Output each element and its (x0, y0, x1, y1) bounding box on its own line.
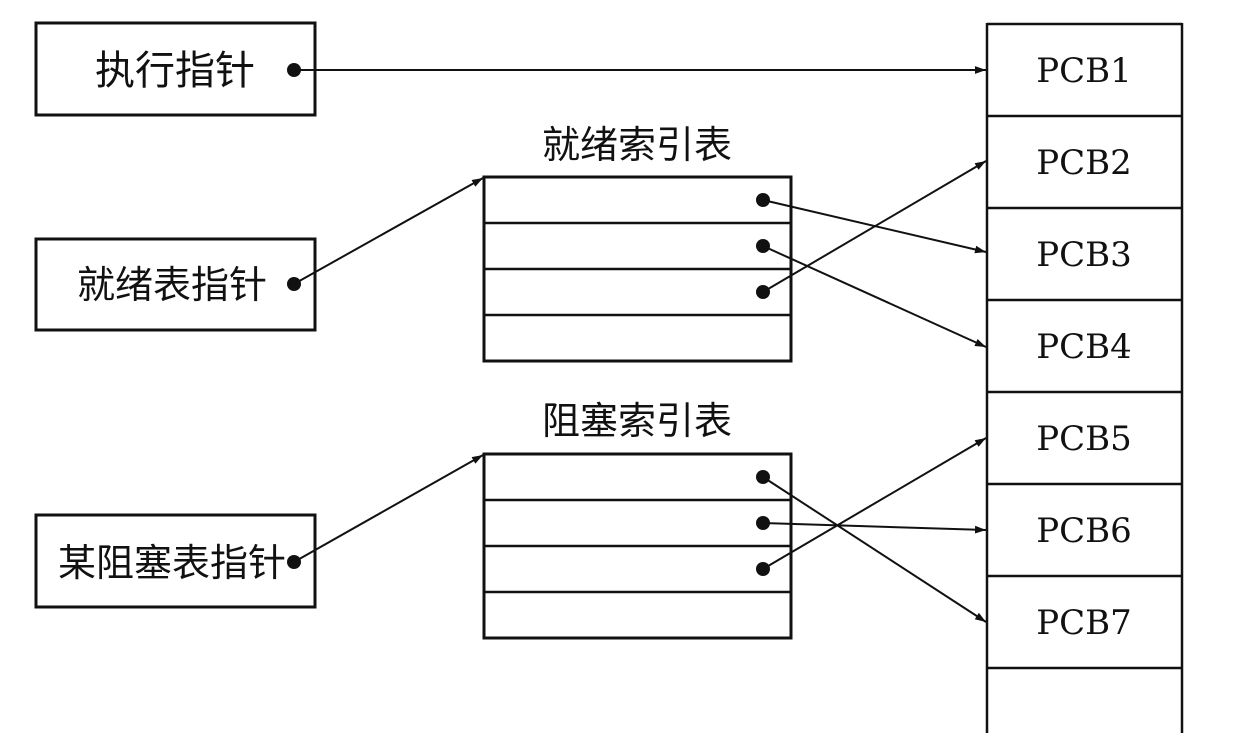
pcb-4-label: PCB4 (1036, 327, 1132, 367)
arrow-blocked-row2-to-pcb6 (762, 522, 987, 534)
arrow-blocked-row1-to-pcb7 (762, 476, 987, 623)
blocked-pointer-box: 某阻塞表指针 (34, 513, 317, 609)
pcb-1-label: PCB1 (1036, 51, 1132, 91)
ready-pointer-label: 就绪表指针 (77, 263, 267, 307)
pcb-7-label: PCB7 (1036, 603, 1132, 643)
ready-pointer-box: 就绪表指针 (34, 237, 317, 332)
pcb-column: PCB1 PCB2 PCB3 PCB4 PCB5 PCB6 PCB7 (985, 22, 1184, 733)
ready-index-table (482, 175, 793, 363)
pcb-5-label: PCB5 (1036, 419, 1132, 459)
arrow-ready-row3-to-pcb2 (762, 160, 987, 293)
exec-pointer-box: 执行指针 (34, 21, 317, 117)
arrows (293, 66, 987, 623)
pcb-3-label: PCB3 (1036, 235, 1132, 275)
pcb-6-label: PCB6 (1036, 511, 1132, 551)
arrow-ready-pointer-to-table (293, 177, 484, 285)
exec-pointer-label: 执行指针 (95, 48, 255, 94)
pcb-2-label: PCB2 (1036, 143, 1132, 183)
blocked-index-table (482, 452, 793, 640)
ready-table-title: 就绪索引表 (542, 123, 732, 167)
arrow-blocked-row3-to-pcb5 (762, 437, 987, 570)
blocked-table-title: 阻塞索引表 (542, 399, 732, 443)
arrow-blocked-pointer-to-table (293, 454, 484, 563)
arrow-ready-row2-to-pcb4 (762, 245, 987, 348)
blocked-pointer-label: 某阻塞表指针 (58, 541, 286, 585)
